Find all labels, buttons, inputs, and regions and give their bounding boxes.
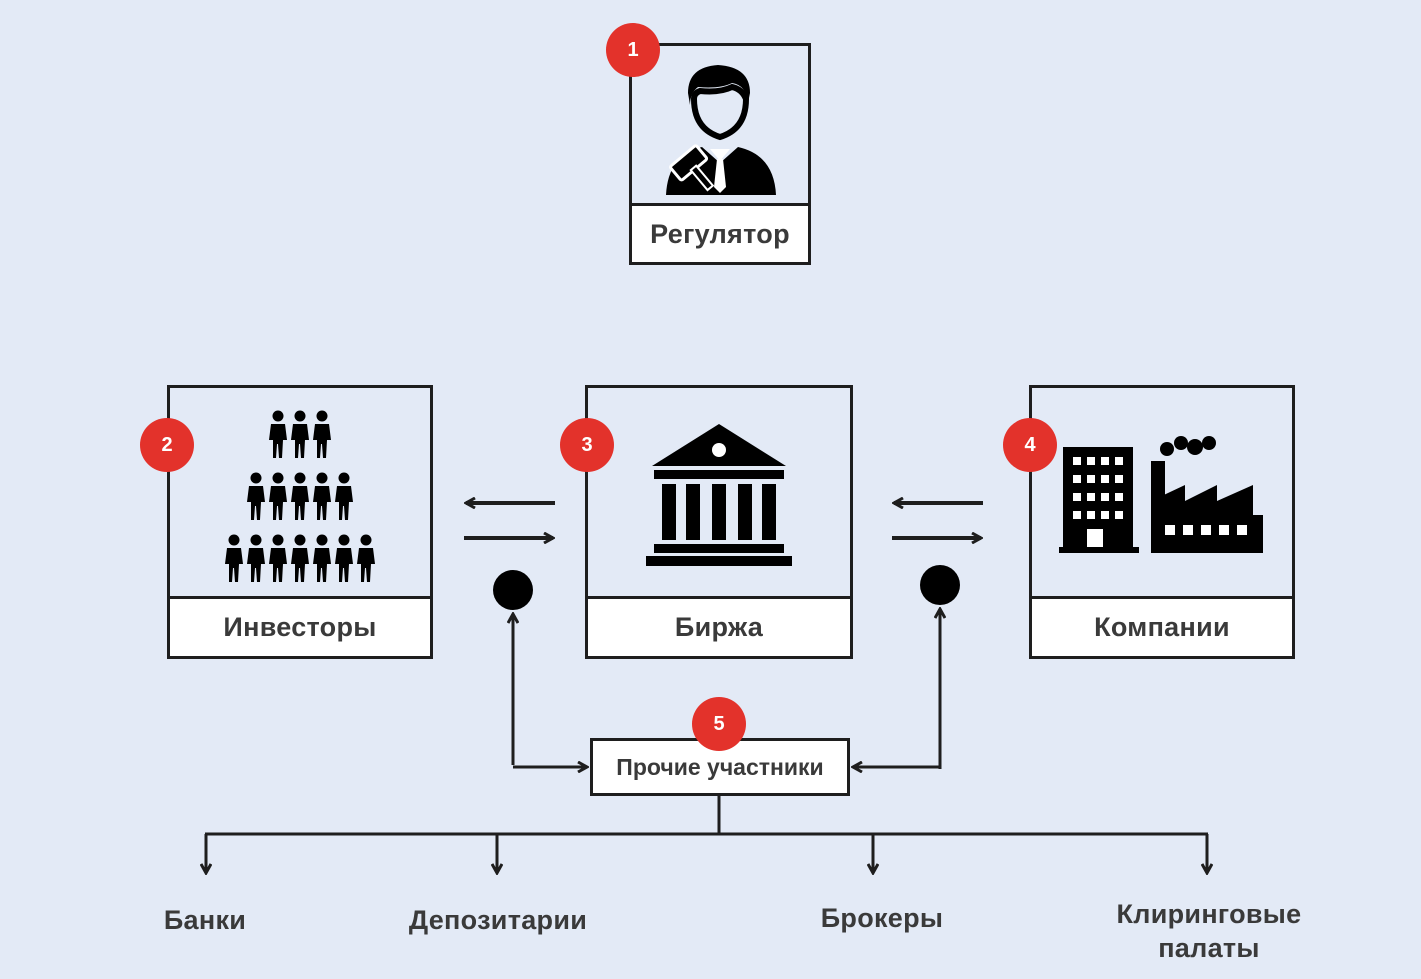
- left-junction-dot: [493, 570, 533, 610]
- badge-1: 1: [606, 23, 660, 77]
- child-clearing-houses: Клиринговые палаты: [1116, 899, 1302, 963]
- crowd-pyramid-icon: [225, 410, 375, 582]
- judge-with-gavel-icon: [666, 64, 776, 195]
- investors-exchange-arrows: [464, 503, 555, 538]
- child-banks: Банки: [163, 905, 247, 935]
- badge-5: 5: [692, 697, 746, 751]
- office-and-factory-icon: [1059, 436, 1263, 553]
- exchange-node: Биржа: [585, 385, 853, 659]
- investors-node: Инвесторы: [167, 385, 433, 659]
- left-others-connector: [513, 614, 587, 767]
- regulator-label: Регулятор: [632, 203, 808, 262]
- exchange-companies-arrows: [892, 503, 983, 538]
- bank-building-icon: [646, 424, 792, 566]
- other-participants-node: Прочие участники: [590, 738, 850, 796]
- right-others-connector: [853, 609, 940, 769]
- right-junction-dot: [920, 565, 960, 605]
- companies-node: Компании: [1029, 385, 1295, 659]
- child-depositories: Депозитарии: [408, 905, 588, 935]
- badge-2: 2: [140, 418, 194, 472]
- companies-label: Компании: [1032, 596, 1292, 656]
- regulator-node: Регулятор: [629, 43, 811, 265]
- child-brokers: Брокеры: [820, 903, 944, 933]
- investors-label: Инвесторы: [170, 596, 430, 656]
- badge-4: 4: [1003, 418, 1057, 472]
- others-tree: [205, 796, 1208, 873]
- badge-3: 3: [560, 418, 614, 472]
- exchange-label: Биржа: [588, 596, 850, 656]
